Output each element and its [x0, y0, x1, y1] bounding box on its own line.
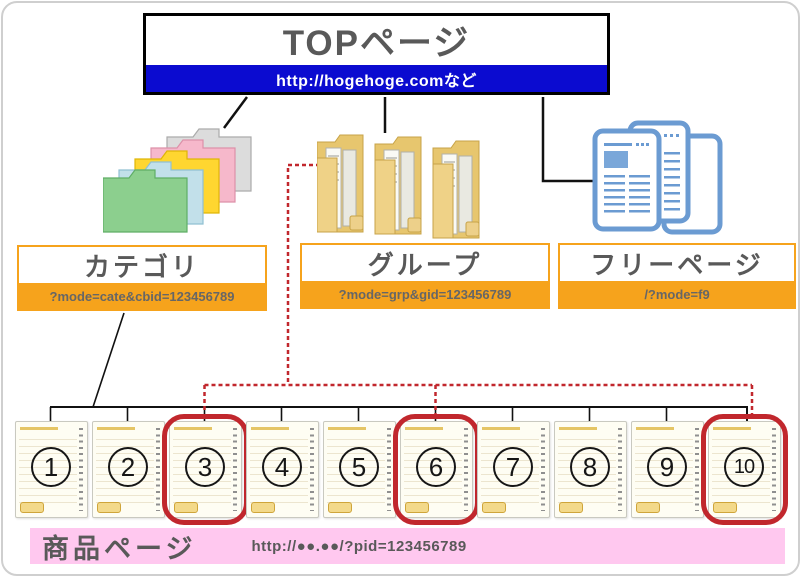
note-logo-badge [97, 502, 121, 513]
note-title-scribble [97, 427, 135, 430]
product-page-bar: 商品ページ http://●●.●●/?pid=123456789 [30, 528, 785, 564]
note-binding-icon [464, 428, 468, 511]
freepage-label: フリーページ [590, 249, 764, 280]
category-label: カテゴリ [83, 251, 200, 282]
note-title-scribble [636, 427, 674, 430]
page-number: 1 [31, 447, 71, 487]
note-logo-badge [636, 502, 660, 513]
product-page-10: 10 [701, 414, 788, 525]
note-binding-icon [233, 428, 237, 511]
note-binding-icon [618, 428, 622, 511]
group-node-box: グループ ?mode=grp&gid=123456789 [300, 243, 550, 309]
page-number: 4 [262, 447, 302, 487]
group-folders-icon [317, 134, 480, 239]
note-logo-badge [20, 502, 44, 513]
note-title-scribble [328, 427, 366, 430]
page-number: 8 [570, 447, 610, 487]
product-page-7: 7 [477, 421, 550, 518]
freepage-node-box: フリーページ /?mode=f9 [558, 243, 796, 309]
note-title-scribble [405, 427, 443, 430]
note-logo-badge [328, 502, 352, 513]
product-page-4: 4 [246, 421, 319, 518]
note-logo-badge [482, 502, 506, 513]
note-title-scribble [174, 427, 212, 430]
product-bar-url: http://●●.●●/?pid=123456789 [251, 537, 467, 555]
note-logo-badge [251, 502, 275, 513]
product-page-6: 6 [393, 414, 480, 525]
note-title-scribble [20, 427, 58, 430]
product-page-1: 1 [15, 421, 88, 518]
note-binding-icon [695, 428, 699, 511]
page-number: 7 [493, 447, 533, 487]
product-page-2: 2 [92, 421, 165, 518]
product-bar-title: 商品ページ [42, 533, 197, 564]
highlight-ring [162, 414, 249, 525]
category-node-box: カテゴリ ?mode=cate&cbid=123456789 [17, 245, 267, 311]
note-binding-icon [79, 428, 83, 511]
highlight-ring [393, 414, 480, 525]
group-url: ?mode=grp&gid=123456789 [302, 281, 548, 307]
note-title-scribble [559, 427, 597, 430]
product-page-5: 5 [323, 421, 396, 518]
product-page-9: 9 [631, 421, 704, 518]
page-number: 3 [185, 447, 225, 487]
note-binding-icon [156, 428, 160, 511]
note-title-scribble [713, 427, 751, 430]
page-number: 9 [647, 447, 687, 487]
category-folders-icon [103, 128, 252, 233]
top-page-url: http://hogehoge.comなど [146, 65, 607, 92]
page-number: 10 [724, 447, 764, 487]
page-number: 6 [416, 447, 456, 487]
note-binding-icon [772, 428, 776, 511]
note-binding-icon [310, 428, 314, 511]
note-binding-icon [387, 428, 391, 511]
highlight-ring [701, 414, 788, 525]
note-logo-badge [559, 502, 583, 513]
product-page-8: 8 [554, 421, 627, 518]
top-page-title: TOPページ [282, 24, 471, 63]
note-title-scribble [482, 427, 520, 430]
product-page-3: 3 [162, 414, 249, 525]
note-title-scribble [251, 427, 289, 430]
top-page-box: TOPページ http://hogehoge.comなど [143, 13, 610, 95]
note-binding-icon [541, 428, 545, 511]
page-number: 5 [339, 447, 379, 487]
group-label: グループ [367, 249, 483, 280]
freepage-docs-icon [592, 120, 723, 235]
freepage-url: /?mode=f9 [560, 281, 794, 307]
page-number: 2 [108, 447, 148, 487]
category-url: ?mode=cate&cbid=123456789 [19, 283, 265, 309]
